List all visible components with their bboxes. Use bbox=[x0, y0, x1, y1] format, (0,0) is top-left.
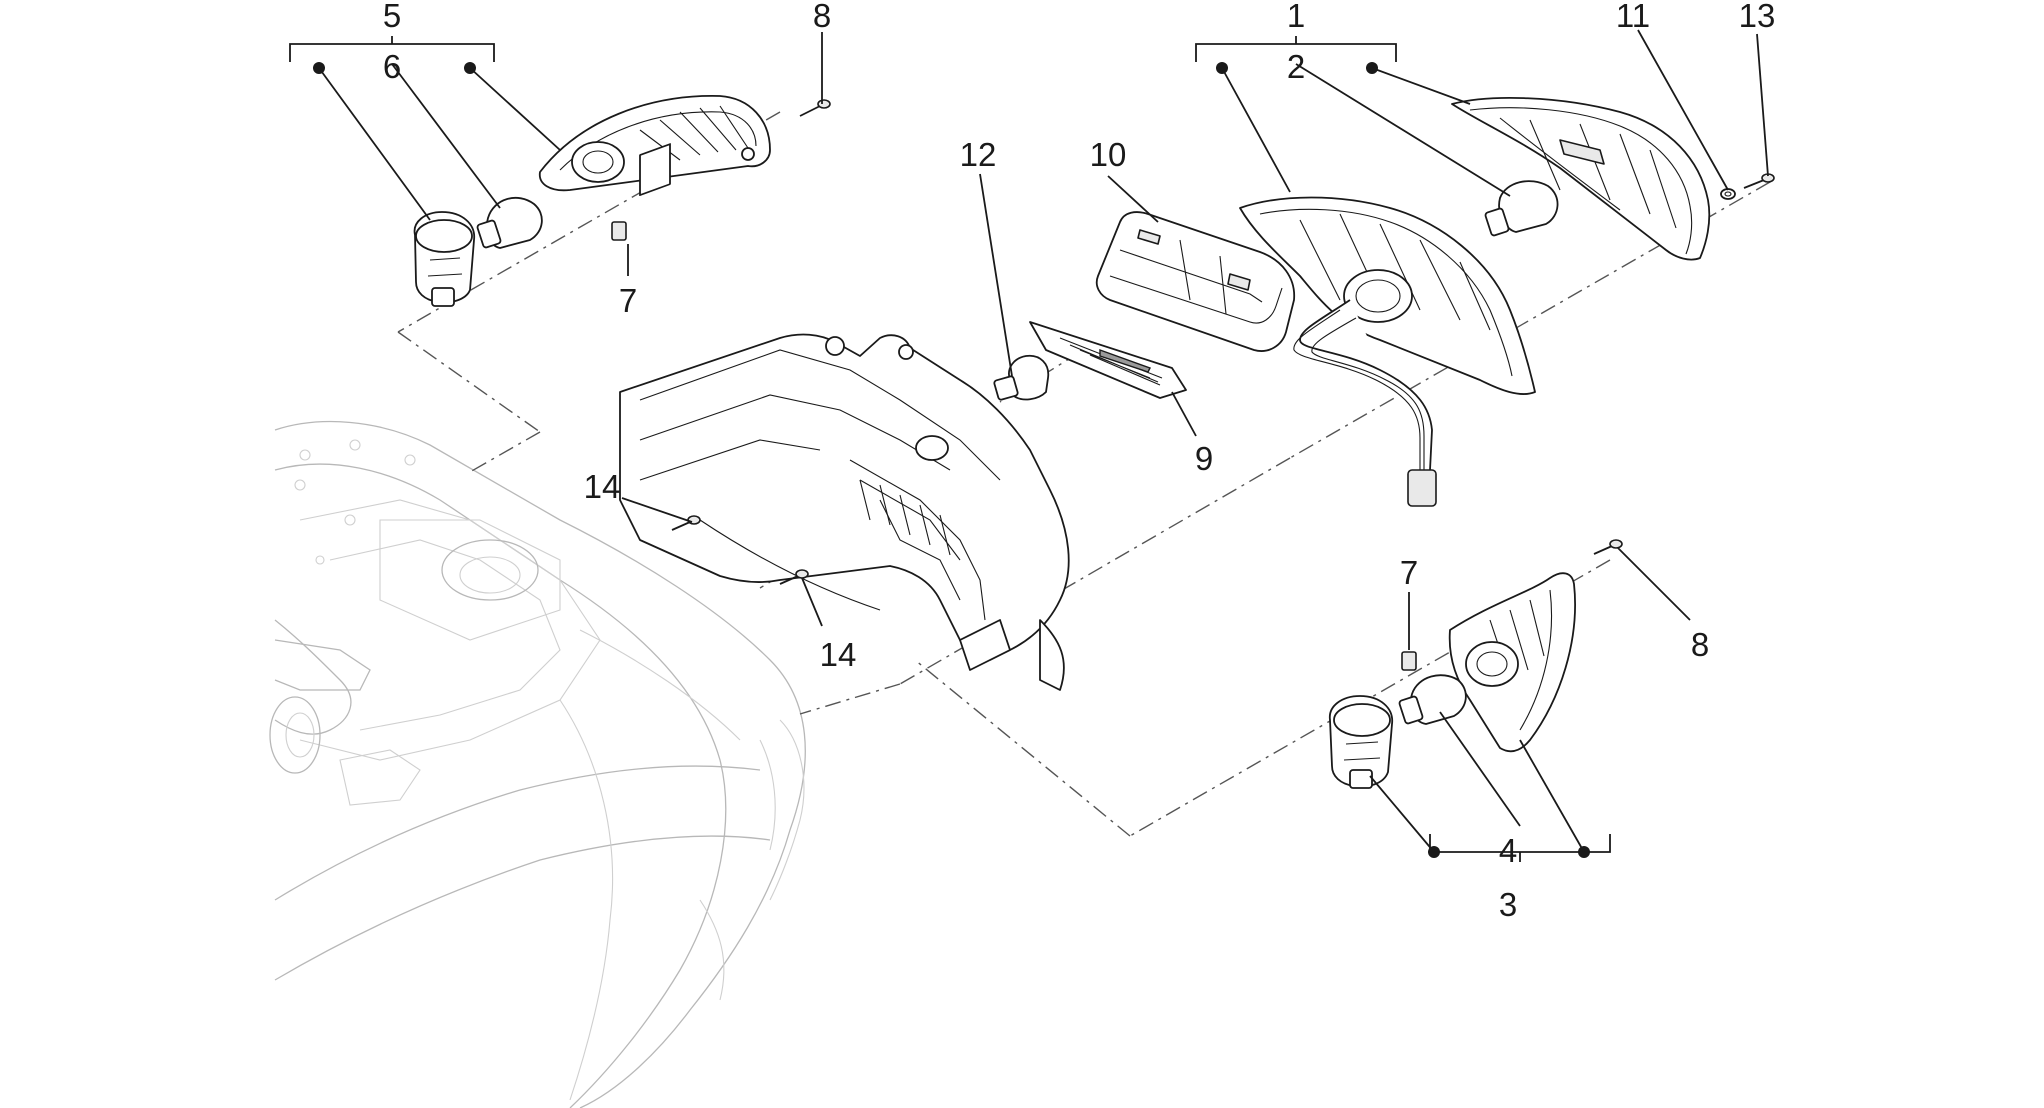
left-indicator-lens bbox=[538, 95, 771, 192]
tail-light-housing bbox=[619, 143, 1070, 691]
right-indicator-lens bbox=[1448, 572, 1576, 753]
group-bracket-3 bbox=[1429, 834, 1611, 862]
tail-light-bulb bbox=[1484, 180, 1559, 237]
callout-6: 6 bbox=[383, 48, 401, 85]
leader-lines bbox=[318, 29, 1769, 853]
callout-14-lower: 14 bbox=[820, 636, 857, 673]
washer bbox=[1720, 188, 1736, 200]
tail-light-assembly bbox=[1239, 196, 1536, 507]
left-clip bbox=[611, 221, 627, 241]
callout-7-right: 7 bbox=[1400, 554, 1418, 591]
callout-13: 13 bbox=[1739, 0, 1776, 34]
callout-2: 2 bbox=[1287, 48, 1305, 85]
group-bracket-1 bbox=[1195, 36, 1397, 62]
callout-10: 10 bbox=[1090, 136, 1127, 173]
license-light-lens bbox=[1029, 321, 1187, 399]
left-screw bbox=[799, 99, 831, 117]
right-top-screw bbox=[1743, 173, 1775, 189]
scooter-rear-body bbox=[269, 420, 806, 1108]
callout-4: 4 bbox=[1499, 832, 1517, 869]
license-light-reflector bbox=[1095, 211, 1295, 352]
callout-9: 9 bbox=[1195, 440, 1213, 477]
right-indicator-assembly bbox=[1329, 539, 1623, 789]
right-bulb-holder bbox=[1329, 695, 1393, 789]
callout-3: 3 bbox=[1499, 886, 1517, 923]
callout-5: 5 bbox=[383, 0, 401, 34]
callout-11: 11 bbox=[1616, 0, 1650, 34]
left-indicator-assembly bbox=[413, 95, 831, 307]
callout-8-left: 8 bbox=[813, 0, 831, 34]
callout-1: 1 bbox=[1287, 0, 1305, 34]
callout-14-upper: 14 bbox=[584, 468, 621, 505]
left-bulb bbox=[476, 196, 543, 249]
callout-12: 12 bbox=[960, 136, 997, 173]
tail-light-outer-lens bbox=[1451, 97, 1711, 261]
group-bracket-5 bbox=[289, 36, 495, 62]
right-screw bbox=[1593, 539, 1623, 555]
callout-7-left: 7 bbox=[619, 282, 637, 319]
center-bulb bbox=[993, 354, 1050, 401]
left-bulb-holder bbox=[413, 211, 475, 307]
right-bulb bbox=[1398, 674, 1467, 725]
right-clip bbox=[1401, 651, 1417, 671]
callout-8-right: 8 bbox=[1691, 626, 1709, 663]
